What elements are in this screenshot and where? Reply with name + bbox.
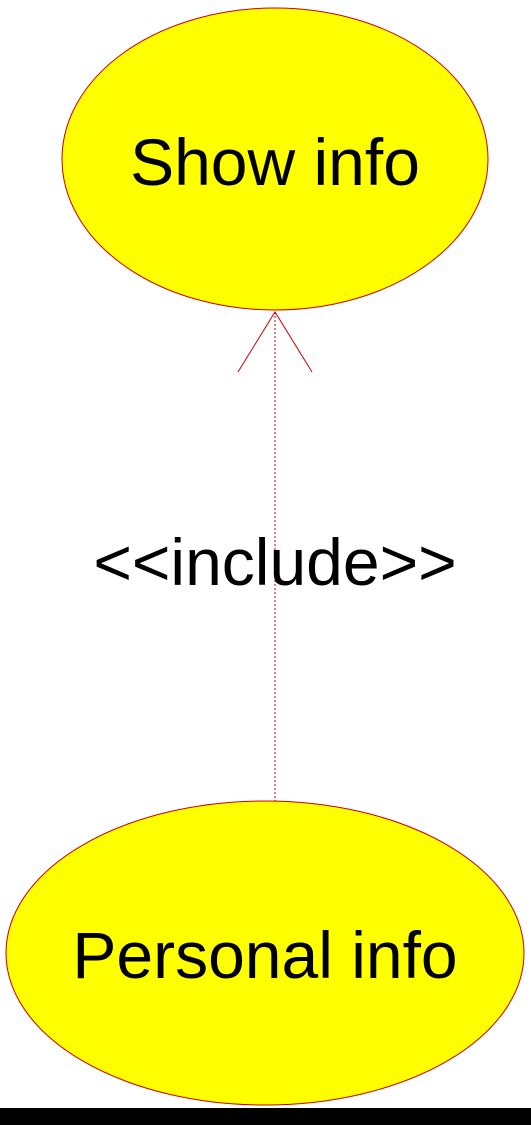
use-case-ellipse xyxy=(5,800,525,1106)
use-case-ellipse xyxy=(61,7,489,311)
use-case-show-info[interactable]: Show info xyxy=(61,7,489,311)
use-case-label: Show info xyxy=(130,125,420,199)
use-case-personal-info[interactable]: Personal info xyxy=(5,800,525,1106)
open-arrowhead-icon xyxy=(237,311,313,373)
bottom-border-bar xyxy=(0,1108,531,1125)
relationship-label: <<include>> xyxy=(93,525,456,599)
use-case-label: Personal info xyxy=(72,918,457,992)
include-relationship[interactable]: <<include>> xyxy=(93,311,457,802)
